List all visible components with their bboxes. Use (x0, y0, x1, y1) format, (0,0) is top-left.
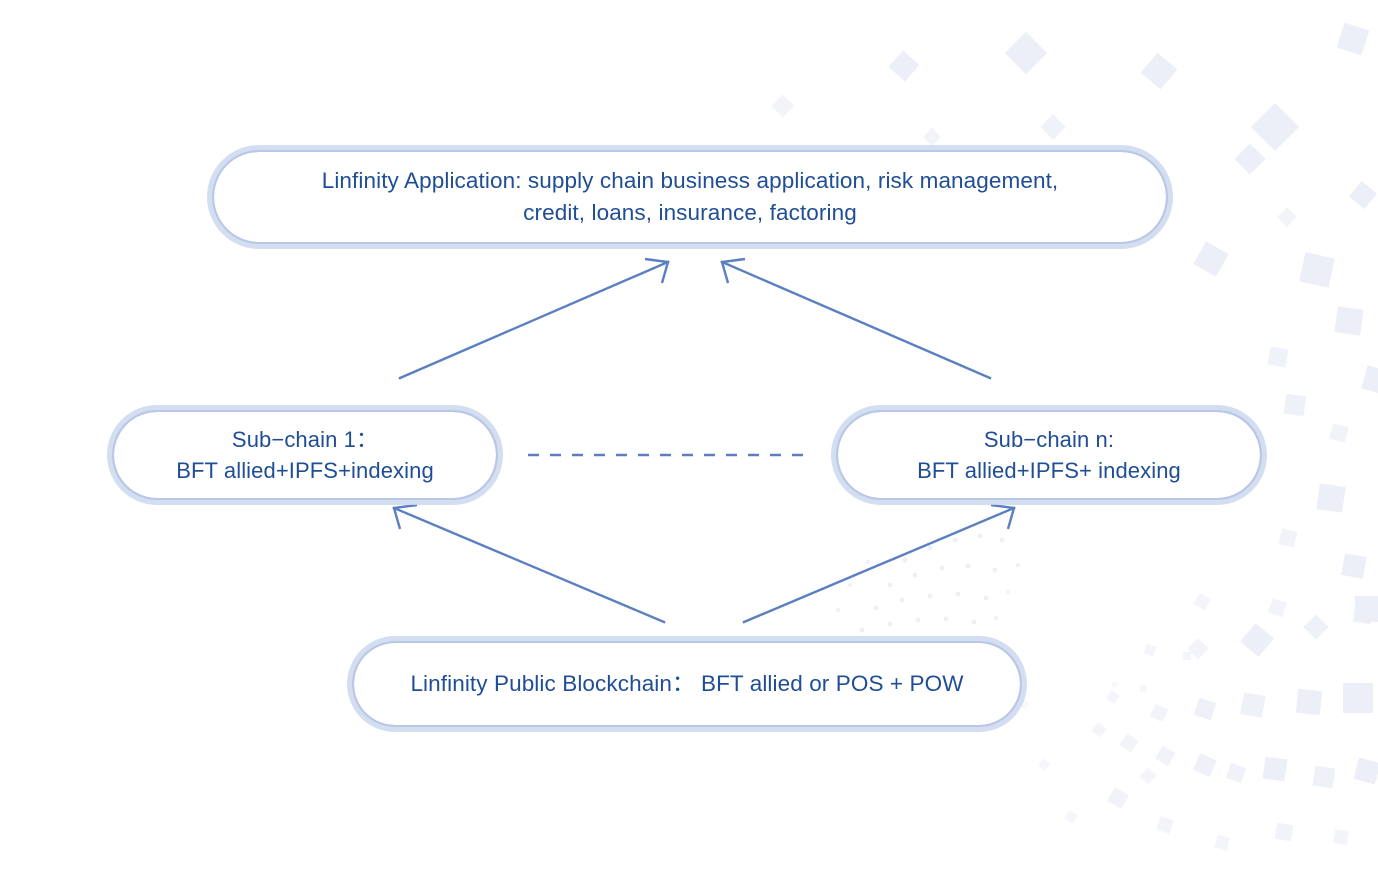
node-halo (347, 636, 1027, 732)
node-halo (107, 405, 503, 505)
node-subchain-1-label: Sub−chain 1： BFT allied+IPFS+indexing (176, 426, 434, 483)
edge-publicblockchain-to-subchainn (742, 506, 1016, 624)
node-subchain-n-label: Sub−chain n: BFT allied+IPFS+ indexing (917, 426, 1181, 483)
node-public-blockchain-label: Linfinity Public Blockchain： BFT allied … (410, 671, 964, 697)
node-application-label: Linfinity Application: supply chain busi… (321, 168, 1059, 225)
edge-subchain1-to-application (398, 260, 670, 380)
arrowhead-publicblockchain-to-subchainn (990, 503, 1016, 530)
arrowhead-subchainn-to-application (720, 257, 746, 284)
node-halo (831, 405, 1267, 505)
arrowhead-subchain1-to-application (644, 257, 670, 284)
edge-publicblockchain-to-subchain1 (392, 506, 666, 624)
node-subchain-1[interactable]: Sub−chain 1： BFT allied+IPFS+indexing (107, 405, 503, 505)
edge-subchainn-to-application (720, 260, 992, 380)
node-application[interactable]: Linfinity Application: supply chain busi… (207, 145, 1173, 249)
arrowhead-publicblockchain-to-subchain1 (392, 503, 418, 530)
node-halo (207, 145, 1173, 249)
node-public-blockchain[interactable]: Linfinity Public Blockchain： BFT allied … (347, 636, 1027, 732)
node-subchain-n[interactable]: Sub−chain n: BFT allied+IPFS+ indexing (831, 405, 1267, 505)
